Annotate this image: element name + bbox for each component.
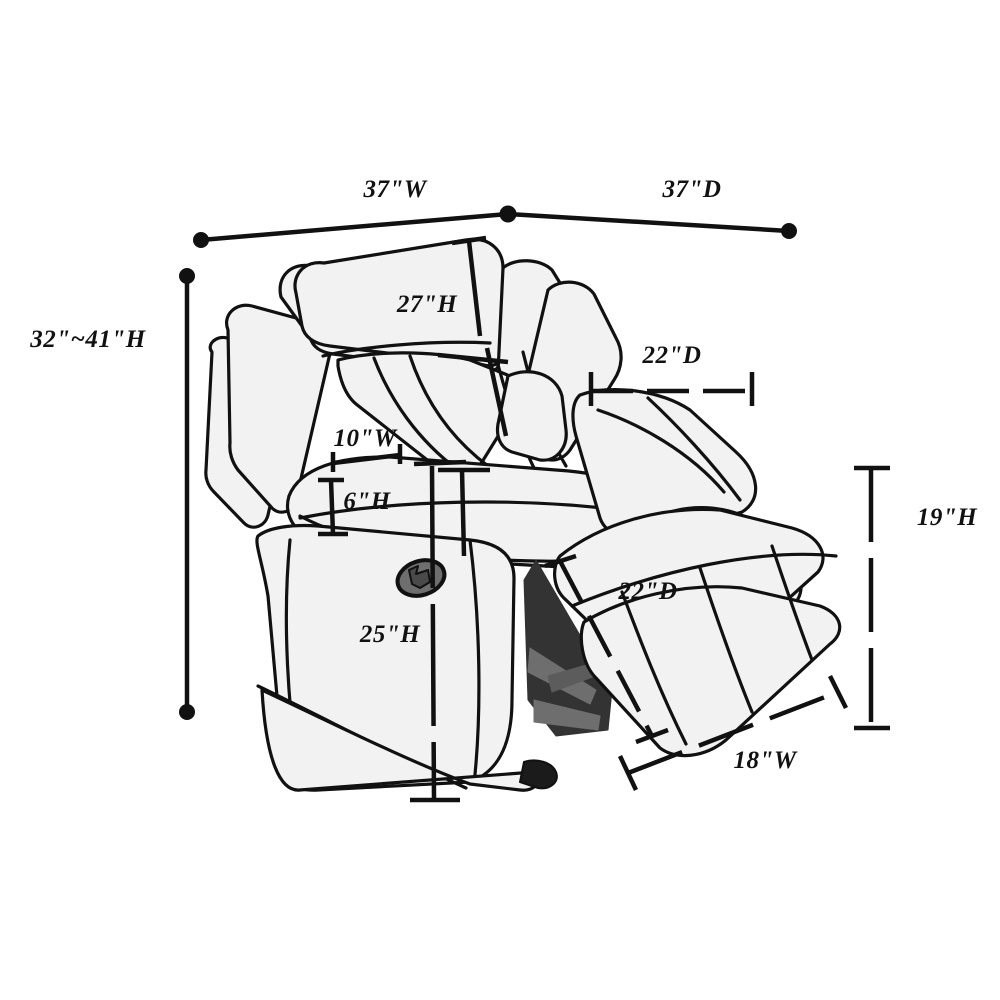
arm-width-line	[332, 452, 401, 466]
arm-height-line	[429, 465, 437, 801]
right-armrest	[571, 387, 758, 542]
label-overall-height: 32"~41"H	[29, 326, 147, 353]
footrest-seam-1	[620, 590, 688, 746]
recliner-illustration	[204, 237, 842, 792]
width-dimension-line	[200, 211, 509, 243]
back-height-bottom-tick	[437, 352, 509, 365]
arm-width-extension	[413, 459, 467, 467]
chair-foot	[519, 759, 558, 790]
headrest-seam	[321, 340, 492, 358]
mechanism-bar-2	[533, 699, 601, 731]
label-overall-depth: 37"D	[662, 176, 722, 203]
width-endpoint-dot-left	[193, 232, 209, 248]
dimension-annotations	[179, 205, 890, 803]
cushion-height-line	[328, 479, 336, 535]
base-right-edge	[468, 538, 481, 786]
label-back-height: 27"H	[396, 291, 458, 318]
back-height-top-tick	[451, 235, 487, 246]
inner-back-cushion	[495, 370, 568, 462]
overall-height-dimension	[179, 268, 195, 720]
depth-endpoint-dot-right	[781, 223, 797, 239]
label-seat-depth: 22"D	[642, 342, 702, 369]
footrest-width-tick-right	[827, 674, 849, 710]
footrest-width-dimension	[617, 674, 849, 791]
label-seat-cushion-height: 6"H	[343, 488, 391, 515]
seat-side-seam	[298, 500, 638, 520]
right-armrest-seam	[596, 408, 726, 494]
footrest-cross-seam	[570, 552, 838, 608]
overall-height-dot-top	[179, 268, 195, 284]
dimension-labels: 37"W 37"D 32"~41"H 27"H 10"W 6"H 22"D 22…	[29, 176, 978, 774]
seat-depth-dimension	[588, 372, 755, 406]
cushion-height-ref-line	[459, 469, 467, 557]
recliner-handle-grip[interactable]	[408, 565, 431, 589]
back-height-line-upper	[466, 240, 483, 337]
footrest-front-face	[579, 585, 842, 758]
footrest-seam-2	[698, 566, 754, 714]
cushion-height-dimension	[318, 467, 490, 557]
footrest-depth-dimension	[544, 553, 669, 745]
footrest-width-line	[627, 689, 839, 776]
label-overall-width: 37"W	[362, 176, 427, 203]
label-arm-height: 25"H	[359, 621, 421, 648]
lumbar-seam-2	[408, 354, 490, 468]
depth-dimension-line	[507, 211, 790, 234]
arm-height-dimension	[410, 465, 460, 803]
seat-height-dimension	[854, 465, 890, 731]
arm-width-dimension	[330, 444, 467, 472]
back-height-dimension	[437, 235, 509, 437]
label-arm-width: 10"W	[333, 425, 397, 452]
base-lower-skirt	[260, 688, 540, 792]
label-seat-height: 19"H	[917, 504, 978, 531]
overall-height-dot-bottom	[179, 704, 195, 720]
lumbar-seam-1	[372, 356, 460, 472]
footrest-seam-3	[770, 544, 814, 662]
label-footrest-depth: 22"D	[618, 578, 678, 605]
right-armrest-seam-2	[646, 396, 742, 502]
footrest-depth-line	[558, 559, 654, 738]
width-depth-apex-dot	[499, 205, 517, 223]
back-height-line-lower	[484, 347, 509, 437]
top-width-depth-dimension	[193, 205, 797, 248]
label-footrest-width: 18"W	[733, 747, 797, 774]
